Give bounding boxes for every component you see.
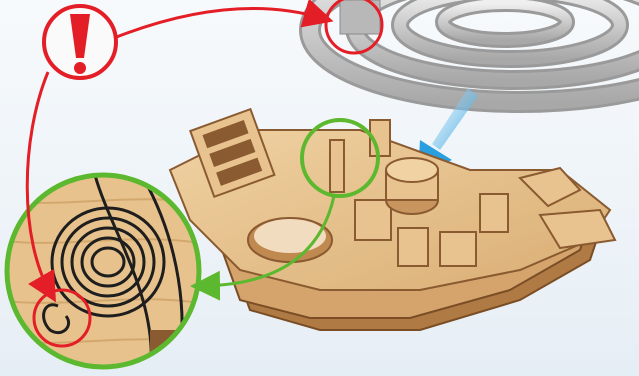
wooden-assembly — [170, 109, 615, 330]
alert-icon: ! — [44, 6, 116, 78]
zoom-detail-view — [0, 170, 210, 376]
